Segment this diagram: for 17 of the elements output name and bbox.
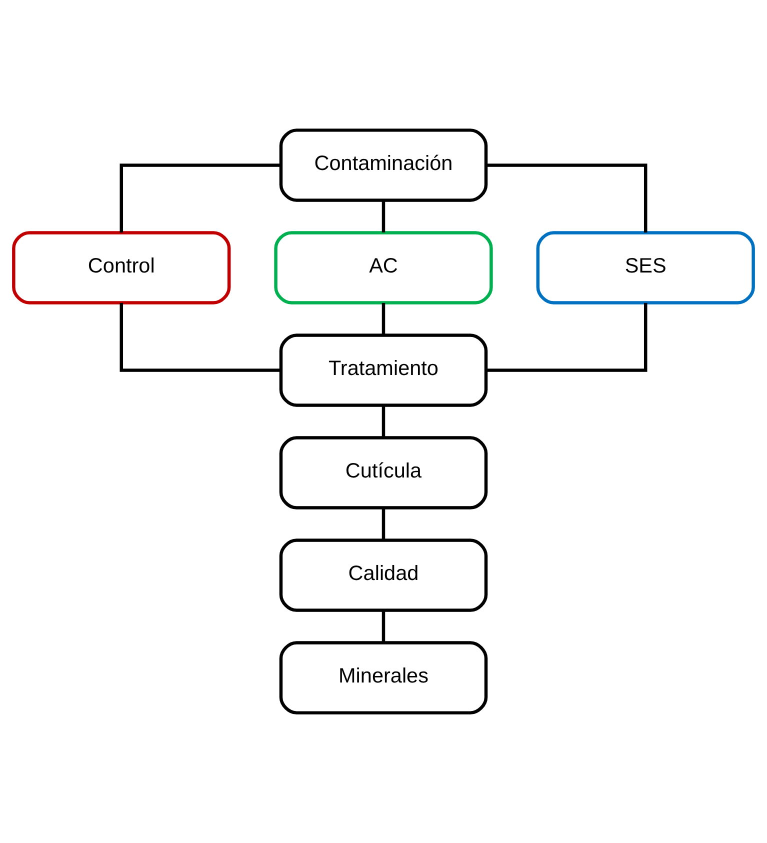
connector: [382, 508, 386, 540]
node-box: Calidad: [279, 538, 488, 612]
connector: [486, 164, 648, 232]
connector: [120, 164, 281, 232]
connector: [486, 303, 648, 372]
node-box: Control: [12, 231, 231, 304]
node-box: Contaminación: [279, 128, 488, 202]
node-box: AC: [274, 231, 493, 304]
node-box: Tratamiento: [279, 334, 488, 407]
node-box: Minerales: [279, 641, 488, 714]
connector: [382, 406, 386, 438]
node-box: Cutícula: [279, 436, 488, 510]
connector: [382, 303, 386, 335]
connector: [382, 610, 386, 642]
connector: [120, 303, 281, 372]
connector: [382, 200, 386, 232]
node-box: SES: [536, 231, 755, 304]
